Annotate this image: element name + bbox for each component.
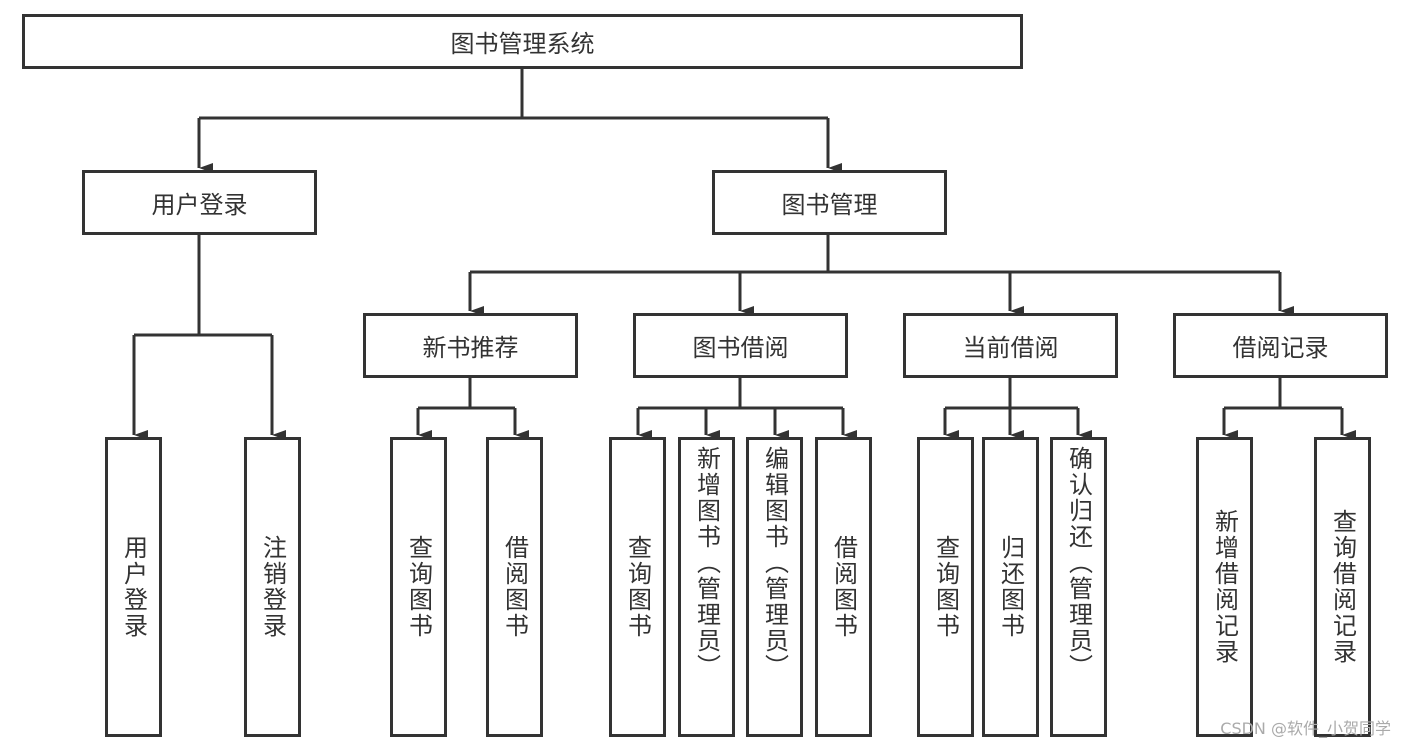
- root-label: 图书管理系统: [450, 30, 595, 58]
- leaf-label: 归还图书: [996, 535, 1025, 639]
- leaf-query-books: 查询图书: [390, 437, 447, 737]
- node-label: 用户登录: [151, 191, 248, 219]
- leaf-label: 编辑图书（管理员）: [760, 446, 789, 680]
- leaf-label: 借阅图书: [829, 535, 858, 639]
- leaf-confirm-return: 确认归还（管理员）: [1050, 437, 1107, 737]
- leaf-logout: 注销登录: [244, 437, 301, 737]
- leaf-borrow-books: 借阅图书: [486, 437, 543, 737]
- leaf-label: 查询图书: [623, 535, 652, 639]
- leaf-label: 新增借阅记录: [1210, 509, 1239, 665]
- node-label: 新书推荐: [422, 334, 519, 362]
- leaf-add-record: 新增借阅记录: [1196, 437, 1253, 737]
- leaf-query-books: 查询图书: [609, 437, 666, 737]
- leaf-edit-book: 编辑图书（管理员）: [746, 437, 803, 737]
- watermark: CSDN @软件_小贺同学: [1220, 719, 1391, 738]
- leaf-label: 查询图书: [404, 535, 433, 639]
- leaf-label: 用户登录: [119, 535, 148, 639]
- leaf-return-books: 归还图书: [982, 437, 1039, 737]
- node-new-books: 新书推荐: [363, 313, 578, 378]
- node-user-login: 用户登录: [82, 170, 317, 235]
- leaf-label: 查询借阅记录: [1328, 509, 1357, 665]
- node-book-management: 图书管理: [712, 170, 947, 235]
- leaf-label: 查询图书: [931, 535, 960, 639]
- leaf-query-books: 查询图书: [917, 437, 974, 737]
- node-current-borrow: 当前借阅: [903, 313, 1118, 378]
- leaf-query-records: 查询借阅记录: [1314, 437, 1371, 737]
- node-label: 图书借阅: [692, 334, 789, 362]
- node-label: 借阅记录: [1232, 334, 1329, 362]
- node-book-borrow: 图书借阅: [633, 313, 848, 378]
- leaf-label: 注销登录: [258, 535, 287, 639]
- leaf-label: 确认归还（管理员）: [1064, 446, 1093, 680]
- leaf-borrow-books: 借阅图书: [815, 437, 872, 737]
- root-node: 图书管理系统: [22, 14, 1023, 69]
- leaf-add-book: 新增图书（管理员）: [678, 437, 735, 737]
- node-label: 图书管理: [781, 191, 878, 219]
- leaf-user-login: 用户登录: [105, 437, 162, 737]
- leaf-label: 借阅图书: [500, 535, 529, 639]
- node-borrow-records: 借阅记录: [1173, 313, 1388, 378]
- leaf-label: 新增图书（管理员）: [692, 446, 721, 680]
- node-label: 当前借阅: [962, 334, 1059, 362]
